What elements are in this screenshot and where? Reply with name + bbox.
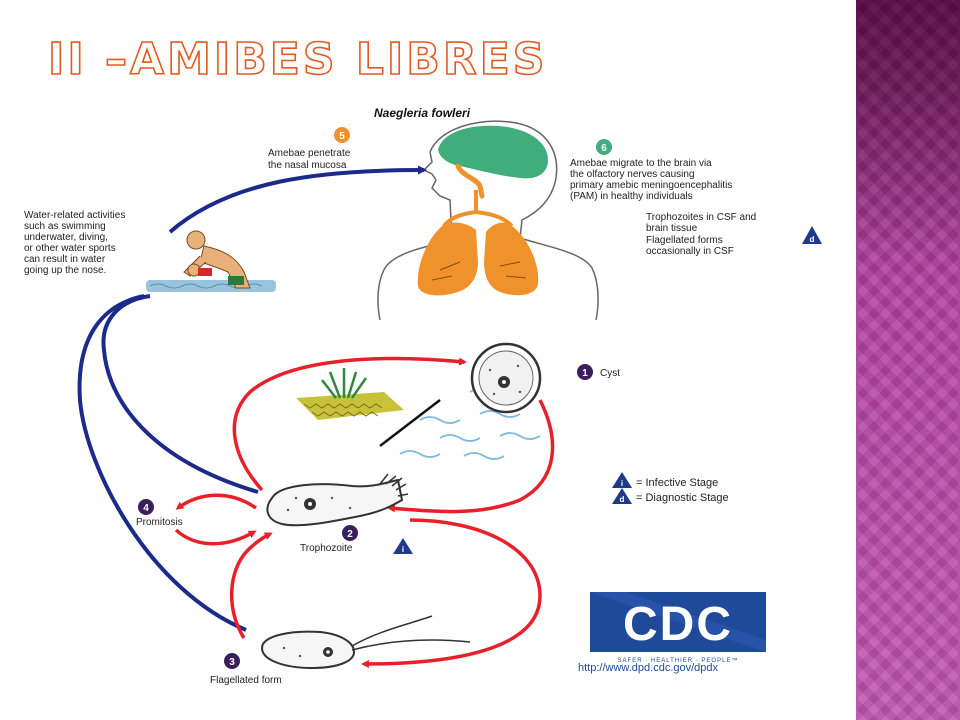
step-2-infective-badge-letter: i bbox=[402, 545, 404, 554]
step-5-text: Amebae penetrate the nasal mucosa bbox=[268, 148, 353, 171]
legend: i = Infective Stage d = Diagnostic Stage bbox=[612, 472, 729, 504]
step-4-number: 4 bbox=[143, 503, 149, 514]
arrow-water-to-nose bbox=[168, 165, 427, 234]
face-profile bbox=[422, 151, 453, 241]
cyst-illustration bbox=[470, 342, 542, 414]
step-4-badge bbox=[138, 499, 154, 515]
head-outline bbox=[429, 120, 558, 239]
cdc-tagline: SAFER · HEALTHIER · PEOPLE™ bbox=[618, 657, 739, 664]
organism-name: Naegleria fowleri bbox=[374, 106, 471, 120]
cdc-url: http://www.dpd.cdc.gov/dpdx bbox=[578, 662, 719, 674]
swim-trunks bbox=[228, 276, 244, 285]
swimmers-illustration bbox=[146, 230, 276, 292]
csf-note: Trophozoites in CSF and brain tissue Fla… bbox=[646, 212, 759, 257]
slide-title: II –Amibes libres bbox=[47, 34, 548, 85]
lung-veins bbox=[431, 261, 527, 281]
arrow-trophozoite-to-promitosis bbox=[175, 493, 257, 510]
life-cycle-diagram: Naegleria fowleri 5 Amebae penetrate the… bbox=[24, 106, 822, 686]
arrow-flagellated-to-trophozoite bbox=[229, 532, 273, 639]
environment-divider bbox=[379, 399, 441, 447]
soil-texture bbox=[303, 403, 383, 417]
step-1-label: Cyst bbox=[600, 368, 620, 379]
step-4-label: Promitosis bbox=[136, 517, 183, 528]
olfactory-nerve bbox=[455, 163, 485, 199]
step-1-number: 1 bbox=[582, 368, 588, 379]
legend-infective-icon bbox=[612, 472, 632, 488]
trophozoite-illustration bbox=[266, 473, 409, 527]
step-1-badge bbox=[577, 364, 593, 380]
adult-swimmer-head bbox=[186, 230, 206, 250]
step-6-number: 6 bbox=[601, 143, 607, 154]
child-swimsuit bbox=[198, 268, 212, 276]
arrow-flagellated-to-water bbox=[77, 294, 247, 632]
step-2-badge bbox=[342, 525, 358, 541]
arrow-cyst-to-trophozoite bbox=[387, 399, 555, 514]
step-5-number: 5 bbox=[339, 131, 345, 142]
arrow-trophozoite-to-water bbox=[101, 294, 259, 494]
step-2-number: 2 bbox=[347, 529, 353, 540]
arrow-promitosis-to-trophozoite bbox=[174, 528, 257, 546]
airway bbox=[442, 190, 514, 228]
infective-triangle-icon bbox=[393, 538, 413, 554]
lung-right bbox=[484, 222, 539, 296]
cdc-logo: CDC SAFER · HEALTHIER · PEOPLE™ bbox=[590, 592, 766, 664]
diagnostic-triangle-icon bbox=[802, 226, 822, 244]
step-5-badge bbox=[334, 127, 350, 143]
csf-diagnostic-badge-letter: d bbox=[810, 235, 815, 244]
legend-diagnostic-icon bbox=[612, 488, 632, 504]
water-activity-text: Water-related activities such as swimmin… bbox=[24, 210, 128, 276]
human-figure bbox=[377, 120, 599, 321]
legend-diagnostic-letter: d bbox=[620, 495, 625, 504]
step-6-badge bbox=[596, 139, 612, 155]
flagellated-form-illustration bbox=[260, 615, 471, 670]
step-2-label: Trophozoite bbox=[300, 543, 353, 554]
step-6-text: Amebae migrate to the brain via the olfa… bbox=[570, 158, 735, 202]
legend-infective-label: = Infective Stage bbox=[636, 477, 718, 489]
step-3-label: Flagellated form bbox=[210, 675, 282, 686]
step-3-badge bbox=[224, 653, 240, 669]
legend-infective-letter: i bbox=[621, 479, 623, 488]
arrow-trophozoite-to-flagellated bbox=[361, 518, 542, 668]
decorative-side-panel bbox=[856, 0, 960, 720]
legend-diagnostic-label: = Diagnostic Stage bbox=[636, 492, 729, 504]
step-3-number: 3 bbox=[229, 657, 235, 668]
lung-left bbox=[417, 222, 478, 296]
arrow-trophozoite-to-cyst bbox=[232, 356, 467, 492]
cdc-logo-text: CDC bbox=[623, 598, 733, 651]
brain bbox=[438, 125, 548, 179]
grass-tuft bbox=[321, 368, 368, 399]
